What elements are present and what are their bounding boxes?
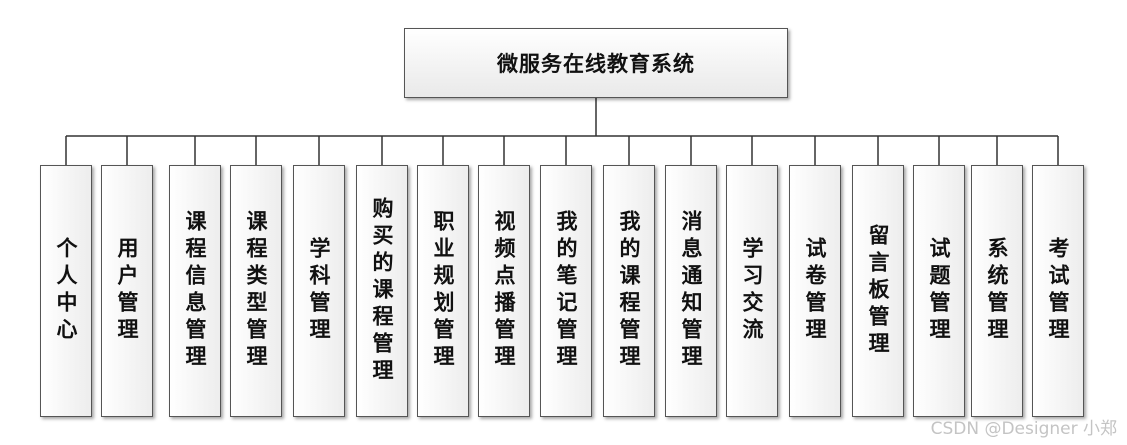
module-label: 系统管理 (985, 237, 1009, 345)
root-node: 微服务在线教育系统 (404, 28, 788, 98)
module-label: 购买的课程管理 (370, 196, 394, 386)
module-node: 系统管理 (971, 165, 1023, 417)
module-label: 留言板管理 (866, 223, 890, 359)
module-label: 课程信息管理 (183, 210, 207, 372)
module-node: 消息通知管理 (665, 165, 717, 417)
module-label: 学习交流 (740, 237, 764, 345)
module-node: 课程信息管理 (169, 165, 221, 417)
module-node: 用户管理 (101, 165, 153, 417)
module-node: 视频点播管理 (478, 165, 530, 417)
module-node: 考试管理 (1032, 165, 1084, 417)
module-label: 我的课程管理 (617, 210, 641, 372)
module-label: 视频点播管理 (492, 210, 516, 372)
module-node: 学科管理 (293, 165, 345, 417)
module-label: 我的笔记管理 (554, 210, 578, 372)
module-label: 试卷管理 (803, 237, 827, 345)
module-node: 试卷管理 (789, 165, 841, 417)
module-node: 个人中心 (40, 165, 92, 417)
module-label: 试题管理 (927, 237, 951, 345)
module-node: 购买的课程管理 (356, 165, 408, 417)
module-node: 试题管理 (913, 165, 965, 417)
module-node: 职业规划管理 (417, 165, 469, 417)
module-label: 课程类型管理 (244, 210, 268, 372)
watermark: CSDN @Designer 小郑 (930, 419, 1117, 439)
module-label: 职业规划管理 (431, 210, 455, 372)
module-label: 个人中心 (54, 237, 78, 345)
root-node-label: 微服务在线教育系统 (497, 52, 695, 76)
module-node: 留言板管理 (852, 165, 904, 417)
module-label: 考试管理 (1046, 237, 1070, 345)
module-node: 学习交流 (726, 165, 778, 417)
module-label: 消息通知管理 (679, 210, 703, 372)
module-label: 学科管理 (307, 237, 331, 345)
module-node: 我的笔记管理 (540, 165, 592, 417)
module-label: 用户管理 (115, 237, 139, 345)
module-node: 我的课程管理 (603, 165, 655, 417)
module-node: 课程类型管理 (230, 165, 282, 417)
